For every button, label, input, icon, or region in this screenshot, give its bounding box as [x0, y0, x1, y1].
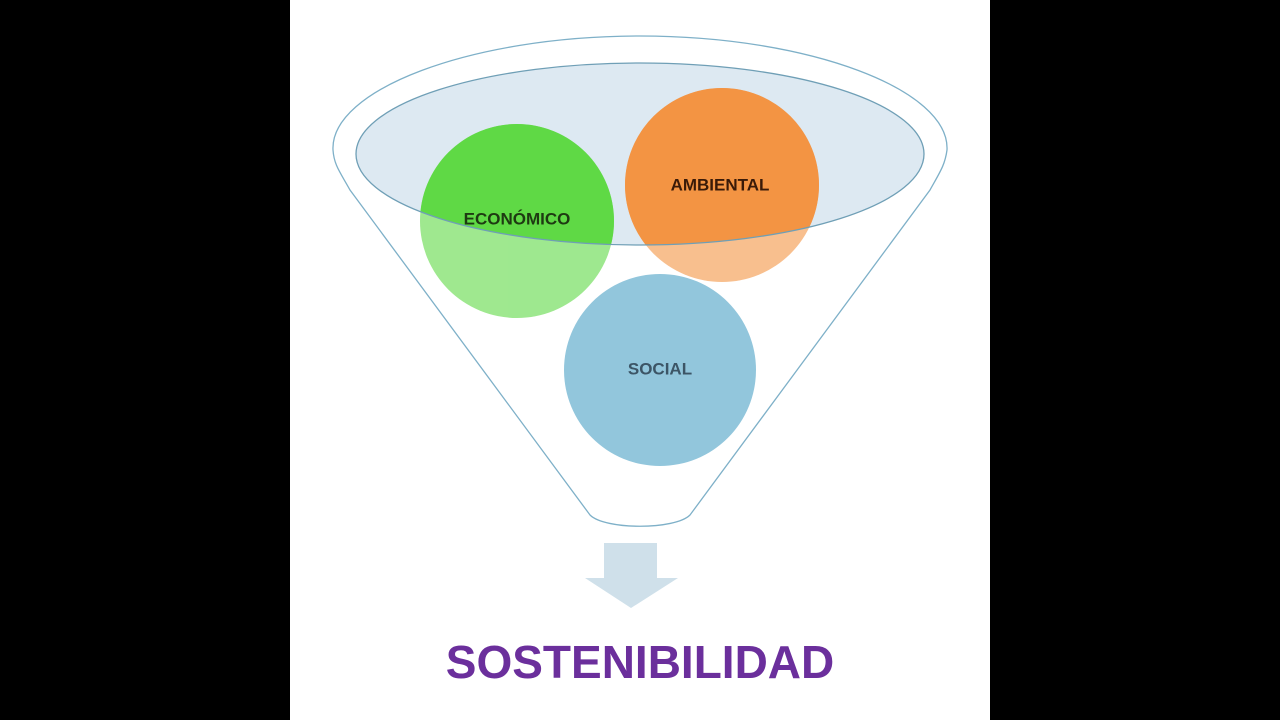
- social-circle: [564, 274, 756, 466]
- social-label: SOCIAL: [628, 359, 692, 378]
- sostenibilidad-title: SOSTENIBILIDAD: [446, 636, 834, 688]
- funnel-outline: [332, 35, 948, 527]
- ambiental-circle: [625, 88, 819, 245]
- economico-circle: [420, 124, 614, 245]
- ambiental-label: AMBIENTAL: [671, 175, 770, 194]
- down-arrow-icon: [585, 543, 678, 608]
- funnel-rim-outline: [355, 62, 925, 246]
- economico-label: ECONÓMICO: [464, 209, 571, 228]
